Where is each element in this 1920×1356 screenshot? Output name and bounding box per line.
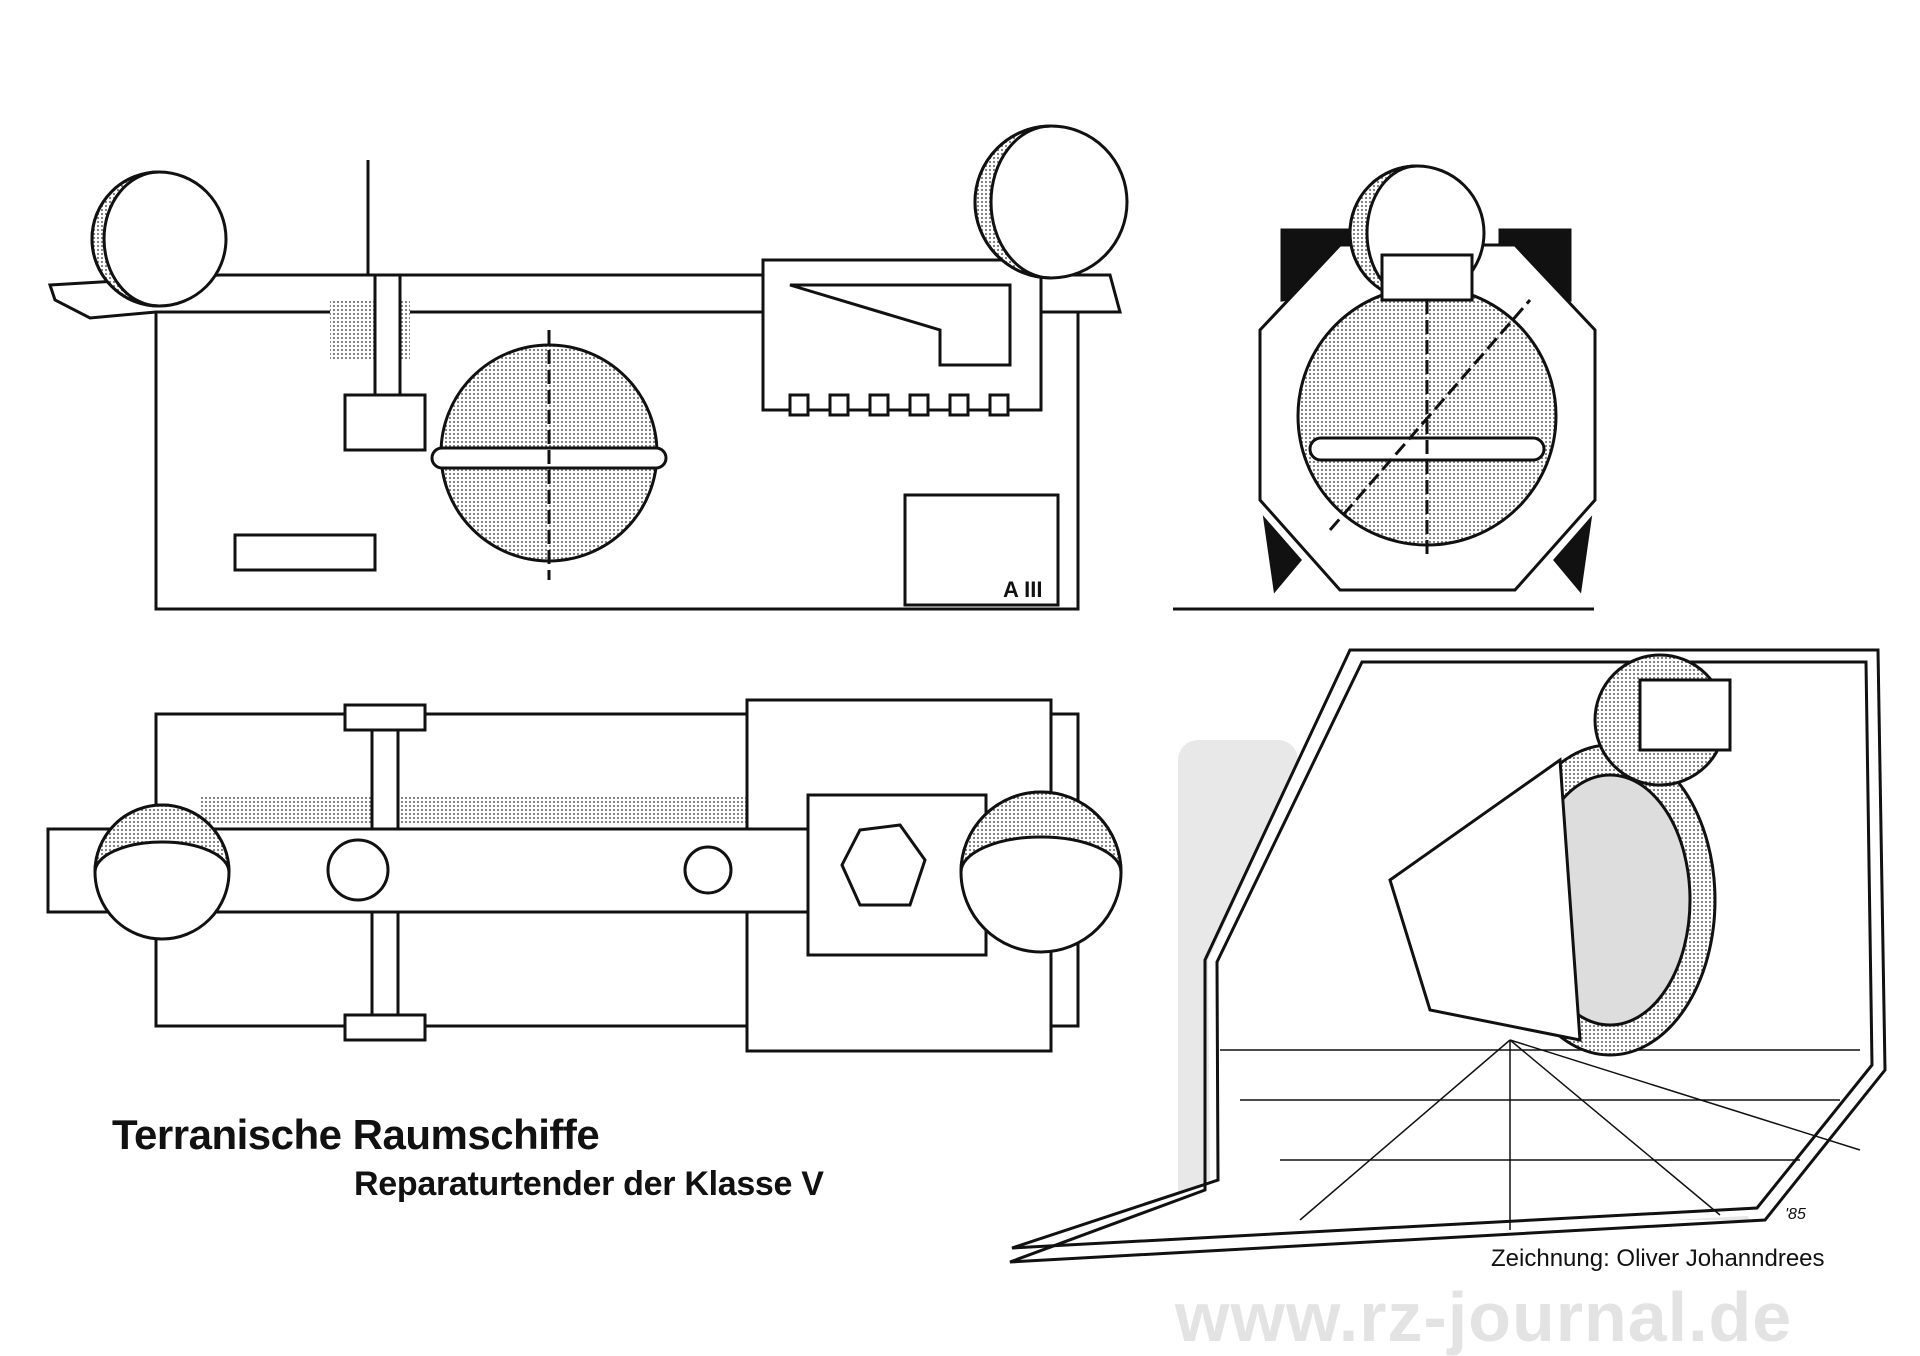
front-view bbox=[1173, 164, 1597, 611]
drawing-credit: Zeichnung: Oliver Johanndrees bbox=[1491, 1245, 1825, 1272]
perspective-view bbox=[1009, 648, 1887, 1264]
artist-signature: '85 bbox=[1785, 1206, 1806, 1223]
page-title: Terranische Raumschiffe bbox=[112, 1111, 600, 1158]
top-view bbox=[46, 698, 1123, 1053]
drawing-label: A III bbox=[1003, 577, 1043, 602]
watermark-text: www.rz-journal.de bbox=[1175, 1278, 1793, 1356]
side-view bbox=[47, 124, 1129, 611]
page-subtitle: Reparaturtender der Klasse V bbox=[354, 1165, 824, 1203]
